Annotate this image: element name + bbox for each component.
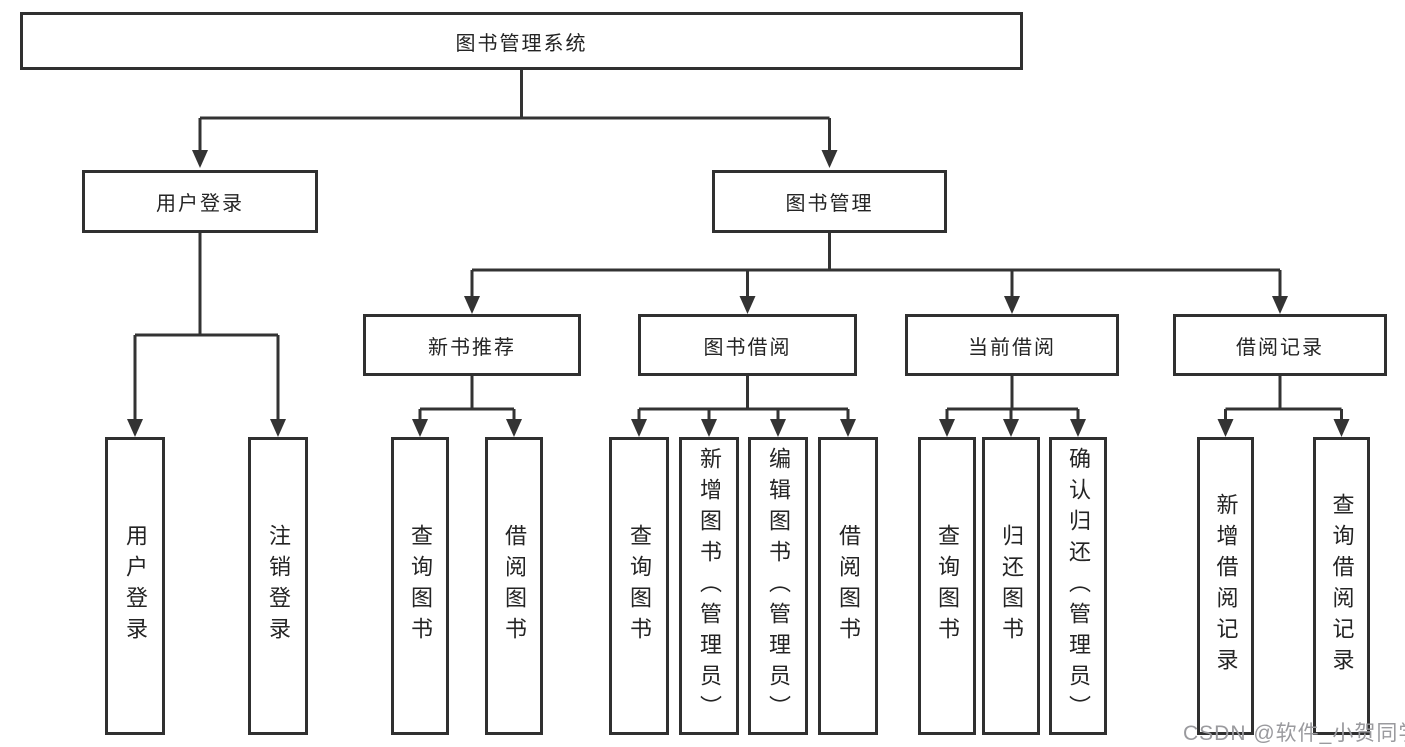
- connector-current-borrow-children: [939, 376, 1086, 437]
- connector-user-login-children: [127, 233, 286, 437]
- node-label: 注销登录: [266, 524, 291, 648]
- node-label: 确认归还（管理员）: [1066, 446, 1091, 726]
- csdn-watermark: CSDN @软件_小贺同学: [1183, 722, 1405, 745]
- leaf-add-borrow-record: 新增借阅记录: [1197, 437, 1254, 735]
- node-label: 借阅记录: [1236, 336, 1324, 359]
- leaf-query-books-1: 查询图书: [391, 437, 449, 735]
- node-book-management: 图书管理: [712, 170, 947, 233]
- node-new-book-recommendation: 新书推荐: [363, 314, 581, 376]
- connector-new-book-children: [412, 376, 522, 437]
- node-label: 新增借阅记录: [1213, 493, 1239, 679]
- node-borrowing-records: 借阅记录: [1173, 314, 1387, 376]
- node-label: 图书管理: [785, 193, 874, 215]
- node-label: 查询图书: [627, 524, 652, 648]
- connector-borrow-record-children: [1217, 376, 1350, 437]
- node-label: 归还图书: [999, 524, 1024, 648]
- node-label: 当前借阅: [968, 336, 1056, 359]
- connector-root-to-level2: [192, 70, 838, 168]
- node-label: 图书管理系统: [455, 32, 588, 55]
- node-user-login: 用户登录: [82, 170, 318, 233]
- node-label: 查询借阅记录: [1329, 493, 1355, 679]
- node-label: 用户登录: [156, 193, 244, 215]
- node-label: 图书借阅: [703, 336, 792, 359]
- node-label: 新书推荐: [428, 336, 516, 359]
- node-current-borrowing: 当前借阅: [905, 314, 1119, 376]
- leaf-user-login: 用户登录: [105, 437, 165, 735]
- leaf-return-books: 归还图书: [982, 437, 1040, 735]
- connector-book-borrow-children: [631, 376, 856, 437]
- leaf-query-books-3: 查询图书: [918, 437, 976, 735]
- node-label: 编辑图书（管理员）: [766, 446, 791, 726]
- leaf-logout: 注销登录: [248, 437, 308, 735]
- leaf-edit-books-admin: 编辑图书（管理员）: [748, 437, 808, 735]
- connector-book-management-children: [464, 233, 1288, 314]
- node-label: 查询图书: [408, 524, 433, 648]
- leaf-confirm-return-admin: 确认归还（管理员）: [1049, 437, 1107, 735]
- leaf-borrow-books-2: 借阅图书: [818, 437, 878, 735]
- leaf-borrow-books-1: 借阅图书: [485, 437, 543, 735]
- leaf-query-borrow-record: 查询借阅记录: [1313, 437, 1370, 735]
- node-label: 用户登录: [123, 524, 148, 648]
- node-label: 借阅图书: [502, 524, 527, 648]
- node-label: 借阅图书: [836, 524, 861, 648]
- node-root-system: 图书管理系统: [20, 12, 1023, 70]
- leaf-query-books-2: 查询图书: [609, 437, 669, 735]
- node-label: 新增图书（管理员）: [697, 446, 722, 726]
- leaf-add-books-admin: 新增图书（管理员）: [679, 437, 739, 735]
- node-label: 查询图书: [935, 524, 960, 648]
- node-book-borrowing: 图书借阅: [638, 314, 857, 376]
